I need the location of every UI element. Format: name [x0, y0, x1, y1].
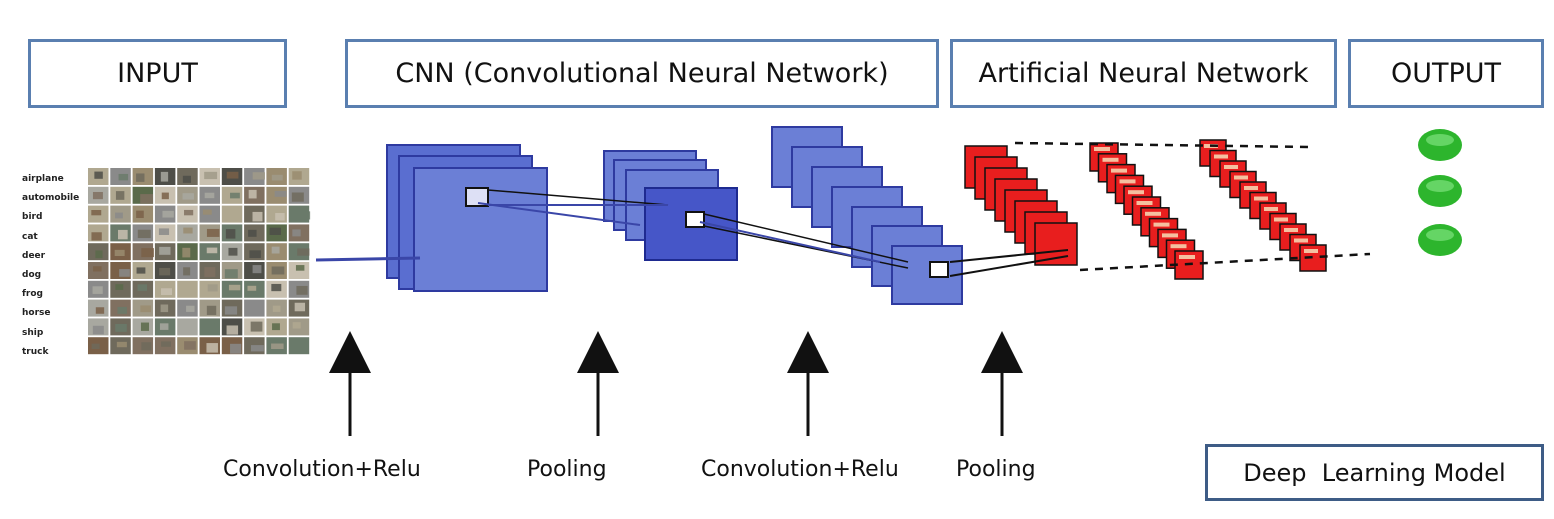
step-label-conv2: Convolution+Relu: [701, 457, 899, 482]
cnn-header-label: CNN (Convolutional Neural Network): [395, 58, 889, 89]
ann-layer-3: [1199, 139, 1327, 272]
input-header: INPUT: [28, 39, 287, 108]
step-label-conv1: Convolution+Relu: [223, 457, 421, 482]
model-label: Deep Learning Model: [1243, 458, 1506, 487]
class-label: horse: [22, 308, 51, 319]
pool1-feature-maps: [603, 150, 738, 261]
class-label: ship: [22, 327, 44, 338]
output-nodes: [1418, 129, 1462, 256]
class-label: airplane: [22, 174, 64, 184]
conv2-feature-maps: [771, 126, 963, 305]
class-label: bird: [22, 212, 43, 223]
neuron-block: [1299, 244, 1327, 272]
input-to-conv-line: [315, 256, 421, 262]
conv1-feature-maps: [386, 144, 548, 292]
class-label: deer: [22, 250, 46, 261]
class-label: dog: [22, 270, 42, 281]
input-image-grid: [88, 168, 311, 355]
step-label-pool1: Pooling: [527, 457, 607, 482]
class-label: truck: [22, 346, 49, 357]
output-header: OUTPUT: [1348, 39, 1544, 108]
model-label-box: Deep Learning Model: [1205, 444, 1544, 501]
ann-header: Artificial Neural Network: [950, 39, 1337, 108]
input-class-list: airplane automobile bird cat deer dog fr…: [22, 170, 79, 362]
output-header-label: OUTPUT: [1390, 58, 1502, 89]
ann-layer-1: [964, 145, 1078, 266]
input-header-label: INPUT: [117, 58, 198, 89]
cnn-header: CNN (Convolutional Neural Network): [345, 39, 939, 108]
class-label: cat: [22, 231, 38, 242]
class-label: automobile: [22, 193, 80, 204]
class-label: frog: [22, 289, 43, 300]
step-label-pool2: Pooling: [956, 457, 1036, 482]
ann-header-label: Artificial Neural Network: [978, 58, 1309, 89]
ann-layer-2: [1089, 142, 1204, 280]
